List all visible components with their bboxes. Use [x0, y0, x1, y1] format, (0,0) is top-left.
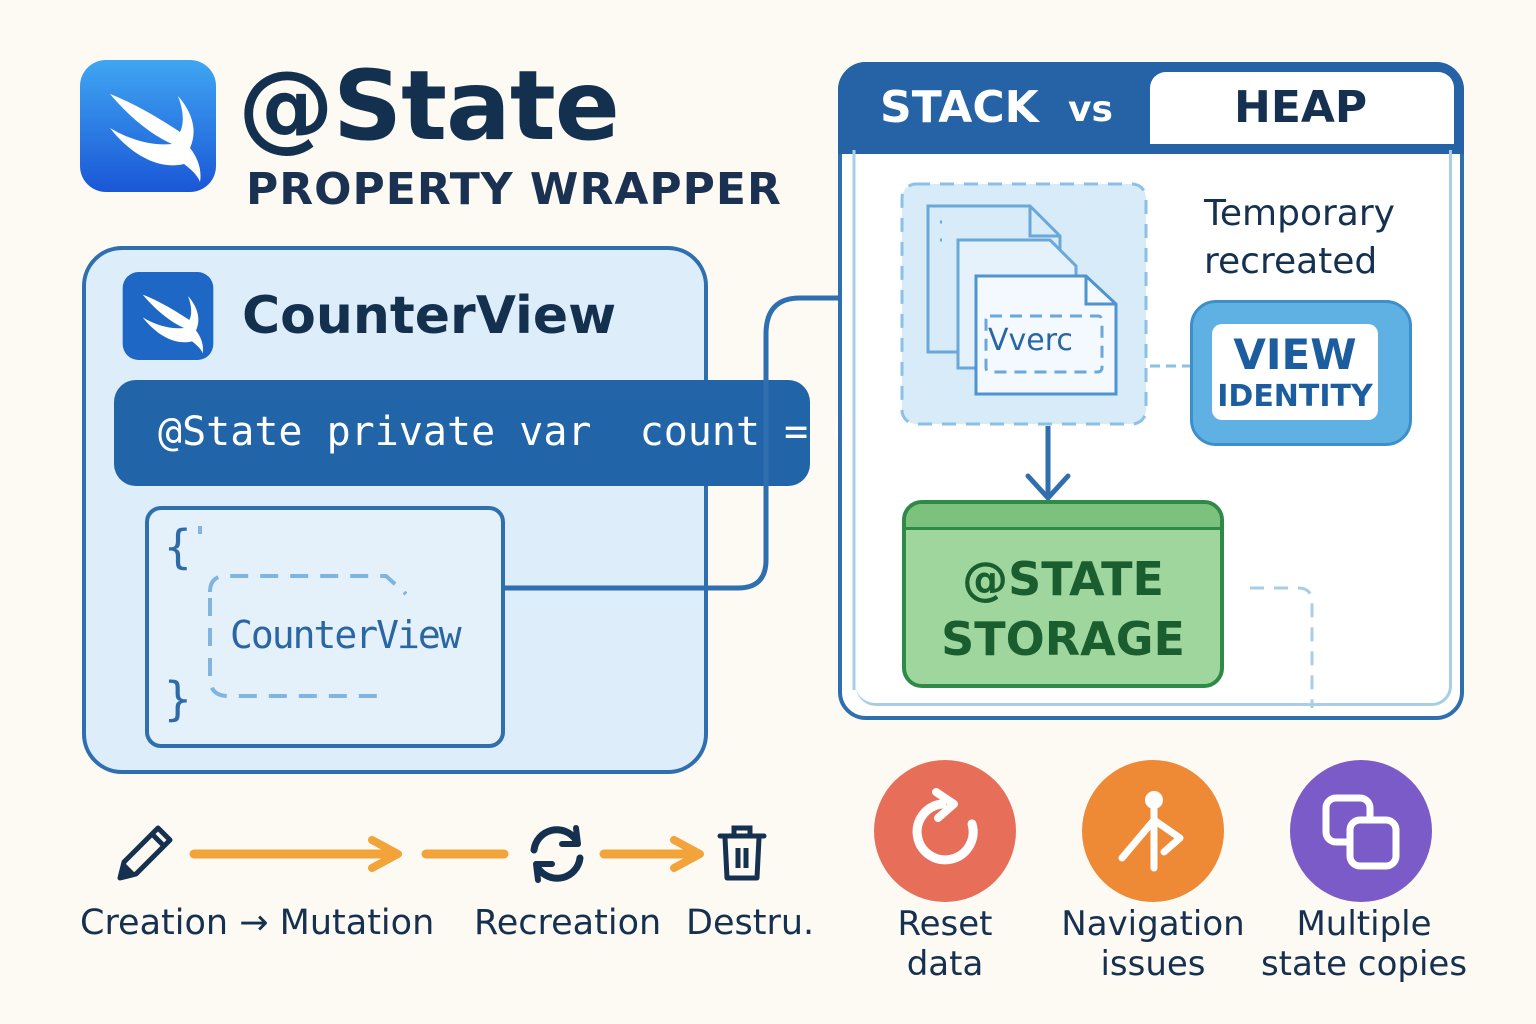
lifecycle-dash [421, 849, 509, 859]
state-storage-line1: @STATE [962, 552, 1164, 606]
issue-label-copies: Multiple state copies [1260, 904, 1468, 984]
inner-view-label: CounterView [230, 613, 462, 657]
issue-label-navigation: Navigation issues [1061, 904, 1245, 984]
inner-view-dashed-outline [198, 526, 408, 698]
lifecycle-step-recreation: Recreation [474, 903, 662, 943]
pencil-icon [117, 825, 173, 881]
state-storage-line2: STORAGE [941, 612, 1185, 666]
page-subtitle: PROPERTY WRAPPER [246, 164, 782, 215]
stack-label: STACK [880, 82, 1039, 133]
stack-heap-inner-border [856, 150, 1452, 706]
trash-icon [717, 825, 767, 881]
body-close-brace: } [164, 672, 192, 726]
document-label: Vverc [988, 323, 1073, 358]
issue-label-reset: Reset data [897, 904, 993, 984]
view-identity-line1: VIEW [1233, 330, 1357, 379]
stacked-documents-icon [900, 182, 1148, 426]
heap-label: HEAP [1234, 82, 1368, 133]
navigation-fork-icon [1118, 791, 1184, 872]
counter-view-title: CounterView [242, 286, 617, 346]
identity-dashed-link [1150, 364, 1192, 368]
swift-logo-icon [80, 60, 216, 192]
view-identity-line2: IDENTITY [1217, 379, 1373, 414]
storage-dashed-connector [1250, 586, 1314, 708]
lifecycle-step-creation-mutation: Creation → Mutation [80, 903, 435, 943]
heap-tab [1150, 72, 1454, 144]
state-declaration-bar [114, 380, 810, 486]
reset-data-badge [874, 760, 1016, 902]
inner-left-border [852, 150, 856, 690]
lifecycle-step-destruction: Destru. [686, 903, 815, 943]
lifecycle-arrow-1 [189, 836, 402, 872]
state-storage-header [906, 504, 1220, 530]
down-arrow [1025, 426, 1071, 501]
body-open-brace: { [164, 520, 192, 574]
view-identity-inner [1212, 324, 1378, 420]
lifecycle-arrow-2 [599, 836, 704, 872]
reset-icon [912, 788, 978, 865]
refresh-icon [530, 825, 584, 883]
page-title: @State [238, 50, 620, 162]
vs-label: vs [1068, 89, 1113, 130]
stack-caption: Temporary recreated [1204, 193, 1395, 282]
state-storage-box [902, 500, 1224, 688]
swift-logo-small-icon [122, 272, 214, 360]
state-declaration-code: @State private var count = 0 [158, 409, 857, 455]
copies-icon [1322, 794, 1400, 870]
view-body-box [145, 506, 505, 748]
